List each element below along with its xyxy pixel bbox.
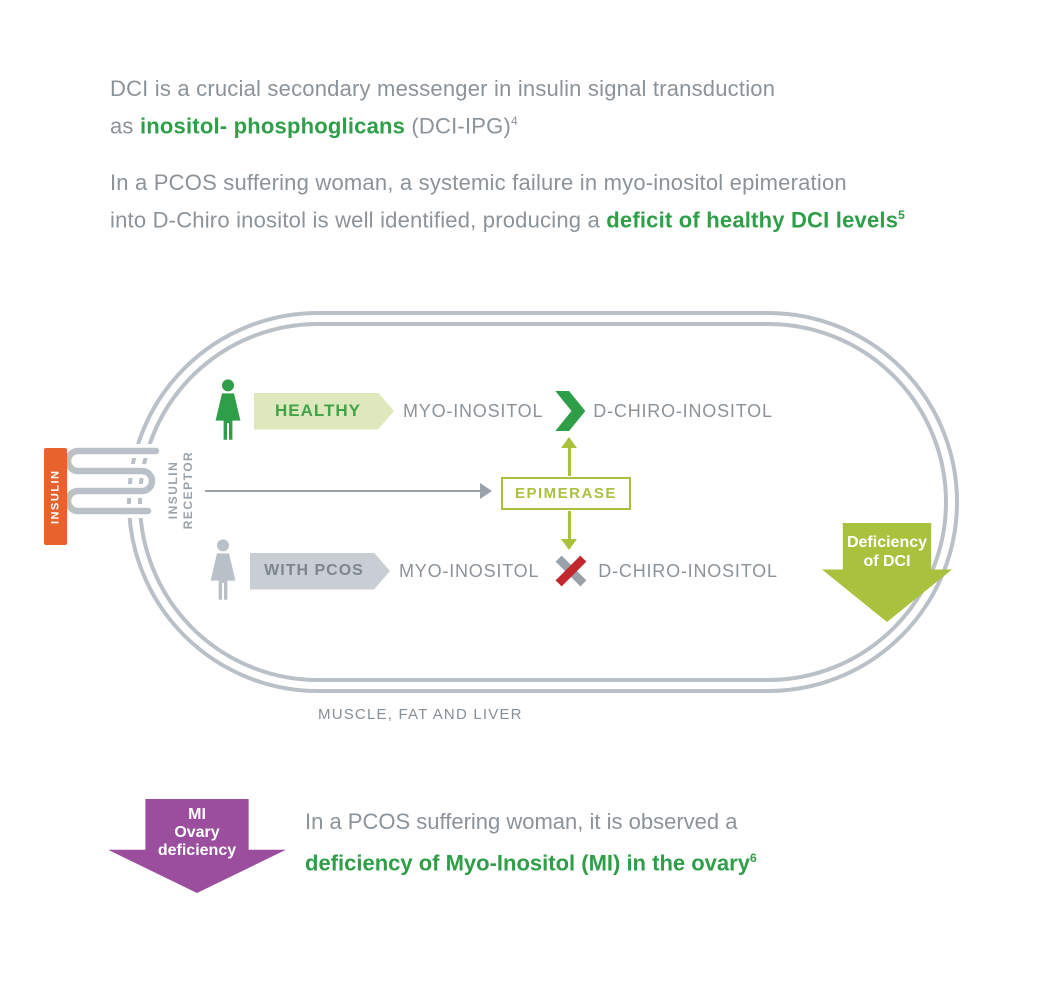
mi-ovary-deficiency-arrow: MI Ovary deficiency (108, 799, 286, 893)
insulin-receptor-label: INSULIN RECEPTOR (166, 440, 196, 540)
insulin-signal-arrow-head-icon (480, 483, 492, 499)
epimerase-up-arrow-line (568, 448, 571, 476)
with-pcos-banner: WITH PCOS (250, 553, 390, 590)
intro-p1-line2-suffix: (DCI-IPG) (405, 113, 511, 139)
intro-paragraph-1: DCI is a crucial secondary messenger in … (110, 72, 775, 142)
footer-line2: deficiency of Myo-Inositol (MI) in the o… (305, 840, 757, 881)
reference-superscript-5: 5 (898, 208, 906, 222)
intro-p1-line2: as inositol- phosphoglicans (DCI-IPG)4 (110, 105, 775, 142)
epimerase-up-arrow-head-icon (561, 437, 577, 448)
mi-ovary-line1: MI (188, 806, 206, 823)
intro-p2-line1: In a PCOS suffering woman, a systemic fa… (110, 170, 847, 195)
highlight-mi-ovary-deficiency: deficiency of Myo-Inositol (MI) in the o… (305, 850, 750, 876)
insulin-receptor-label-line2: RECEPTOR (181, 450, 195, 530)
dci-deficiency-line1: Deficiency (846, 534, 928, 551)
intro-p1-line2-prefix: as (110, 113, 140, 139)
conversion-chevron-icon (555, 391, 586, 431)
healthy-banner: HEALTHY (254, 393, 394, 430)
footer-line1: In a PCOS suffering woman, it is observe… (305, 809, 738, 834)
intro-p2-line2-prefix: into D-Chiro inositol is well identified… (110, 207, 607, 233)
myo-inositol-label-pcos: MYO-INOSITOL (399, 560, 540, 581)
footer-text: In a PCOS suffering woman, it is observe… (305, 803, 757, 881)
intro-p2-line2: into D-Chiro inositol is well identified… (110, 199, 905, 236)
myo-inositol-label-healthy: MYO-INOSITOL (403, 400, 544, 421)
reference-superscript-4: 4 (510, 114, 518, 128)
highlight-deficit-dci-levels: deficit of healthy DCI levels (606, 207, 899, 233)
woman-icon-pcos (210, 539, 236, 600)
d-chiro-inositol-label-healthy: D-CHIRO-INOSITOL (593, 400, 773, 421)
d-chiro-inositol-label-pcos: D-CHIRO-INOSITOL (598, 560, 778, 581)
woman-icon-healthy (215, 379, 241, 440)
insulin-tag: INSULIN (44, 448, 67, 545)
epimerase-down-arrow-head-icon (561, 539, 577, 550)
mi-ovary-line2: Ovary (174, 824, 220, 841)
epimerase-down-arrow-line (568, 511, 571, 539)
cell-membrane-inner-line (138, 322, 948, 682)
insulin-receptor-label-line1: INSULIN (166, 460, 180, 520)
muscle-fat-liver-caption: MUSCLE, FAT AND LIVER (318, 706, 523, 723)
cell-membrane (127, 311, 959, 693)
intro-paragraph-2: In a PCOS suffering woman, a systemic fa… (110, 166, 905, 236)
highlight-inositol-phosphoglicans: inositol- phosphoglicans (139, 113, 406, 139)
reference-superscript-6: 6 (749, 851, 757, 865)
blocked-x-icon (554, 553, 589, 589)
insulin-receptor-coil-icon (61, 444, 162, 518)
insulin-signal-arrow-line (205, 490, 480, 492)
dci-deficiency-line2: of DCI (863, 553, 911, 570)
healthy-row: HEALTHY MYO-INOSITOL D-CHIRO-INOSITOL (208, 378, 773, 444)
mi-ovary-line3: deficiency (157, 842, 237, 859)
intro-p1-line1: DCI is a crucial secondary messenger in … (110, 76, 776, 101)
pcos-row: WITH PCOS MYO-INOSITOL D-CHIRO-INOSITOL (203, 538, 778, 604)
epimerase-box: EPIMERASE (501, 477, 631, 510)
